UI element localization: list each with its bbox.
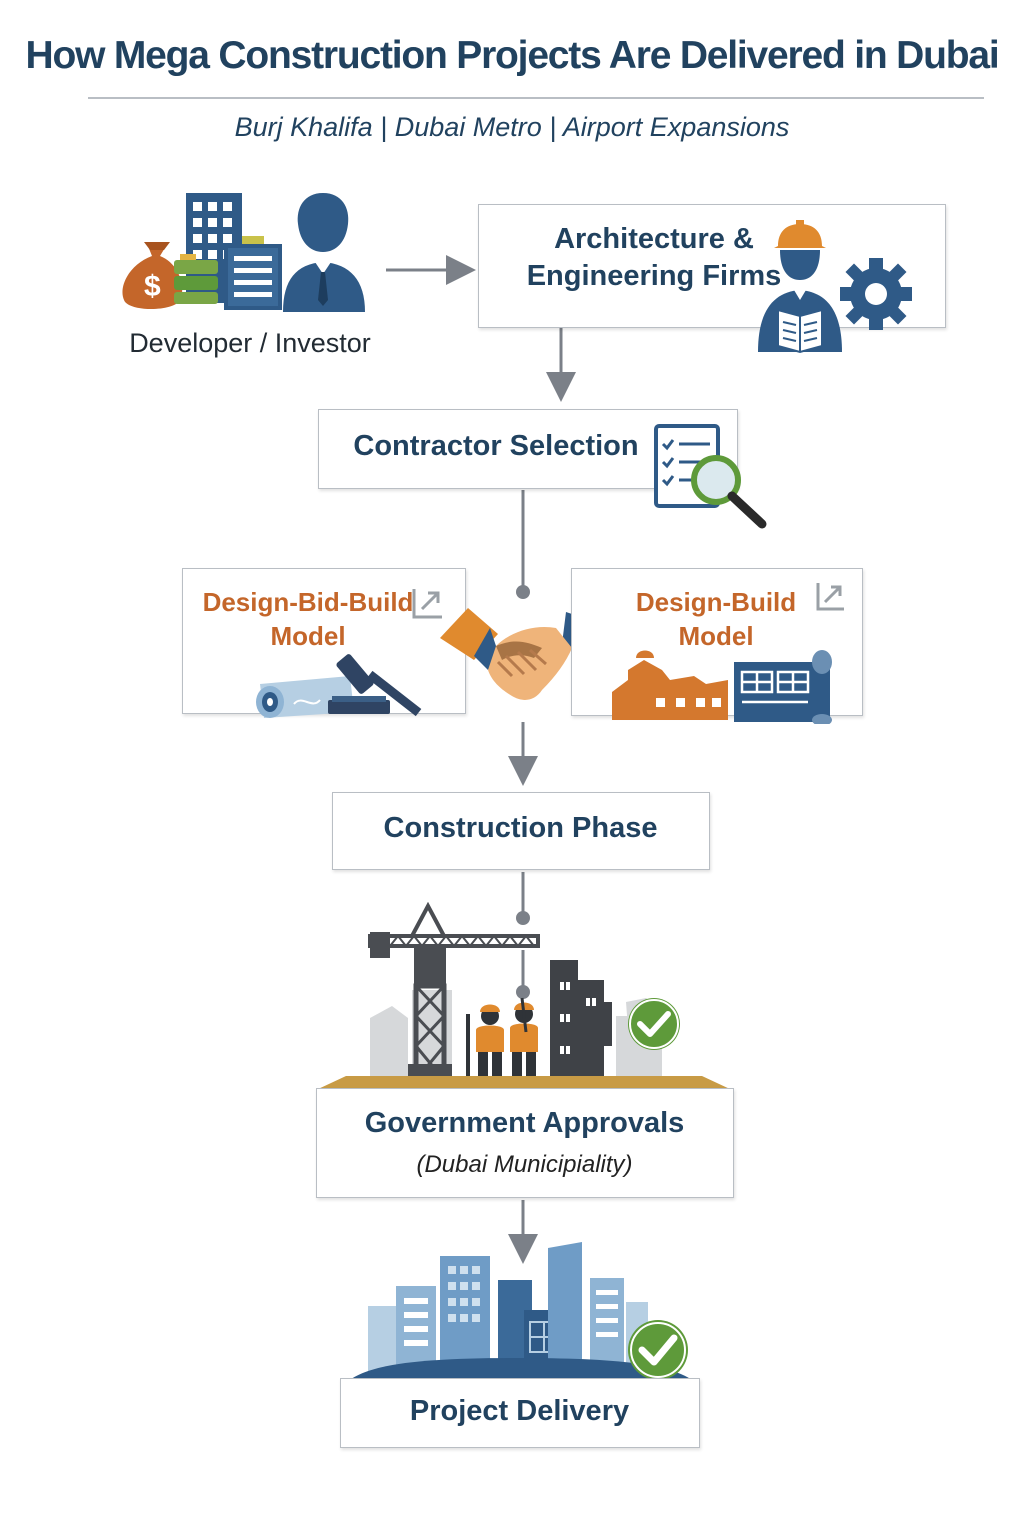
magnifier-icon — [691, 455, 767, 529]
arrow-badge-icon-2 — [816, 583, 844, 611]
government-approvals-sublabel: (Dubai Municipiality) — [416, 1151, 633, 1178]
checklist-icon-group — [654, 424, 767, 529]
cash-stack-icon — [174, 236, 264, 304]
design-build-label: Design-Build Model — [600, 585, 832, 653]
worker-icon-2 — [510, 997, 538, 1080]
engineer-icon — [758, 220, 842, 354]
developer-label: Developer / Investor — [129, 328, 371, 358]
design-bid-build-label-line1: Design-Bid-Build — [202, 587, 414, 617]
project-delivery-box: Project Delivery — [340, 1378, 700, 1448]
page-title: How Mega Construction Projects Are Deliv… — [25, 34, 1000, 77]
junction-dot-site — [516, 911, 530, 925]
check-badge-icon — [628, 998, 680, 1050]
check-badge-icon-2 — [628, 1320, 688, 1380]
architecture-label: Architecture & Engineering Firms — [489, 221, 819, 295]
city-skyline-icon — [342, 1242, 700, 1388]
project-delivery-label: Project Delivery — [409, 1395, 630, 1427]
design-build-label-line2: Model — [678, 621, 754, 651]
svg-text:$: $ — [144, 270, 161, 303]
design-build-label-line1: Design-Build — [635, 587, 797, 617]
blueprint-icon — [734, 650, 832, 724]
document-icon — [224, 244, 282, 310]
architecture-label-line2: Engineering Firms — [526, 260, 782, 292]
ground — [316, 1076, 732, 1090]
gavel-icon — [328, 654, 422, 717]
junction-dot-crane — [516, 985, 530, 999]
money-bag-icon: $ — [122, 242, 183, 309]
construction-phase-box: Construction Phase — [332, 792, 710, 870]
design-bid-build-label-line2: Model — [270, 621, 346, 651]
construction-phase-label: Construction Phase — [383, 812, 658, 844]
design-build-icon-group — [612, 650, 832, 724]
government-approvals-box: Government Approvals (Dubai Municipialit… — [316, 1088, 734, 1198]
businessman-icon — [283, 193, 365, 312]
architecture-label-line1: Architecture & — [554, 223, 754, 255]
tall-building — [550, 960, 612, 1082]
architecture-box: Architecture & Engineering Firms — [478, 204, 946, 328]
engineer-icon-group — [758, 220, 912, 354]
factory-icon — [612, 650, 728, 720]
government-approvals-label: Government Approvals — [364, 1107, 685, 1139]
junction-dot-models — [516, 585, 530, 599]
construction-site-illustration — [316, 902, 732, 1090]
arrow-badge-icon — [412, 589, 442, 619]
worker-icon — [466, 1004, 504, 1082]
developer-icon-group: $ — [122, 193, 365, 312]
contractor-selection-label: Contractor Selection — [353, 430, 639, 462]
page-subtitle: Burj Khalifa | Dubai Metro | Airport Exp… — [234, 112, 790, 142]
design-bid-build-label: Design-Bid-Build Model — [193, 585, 423, 653]
gavel-icon-group — [256, 654, 422, 718]
title-divider — [88, 97, 984, 99]
gear-icon — [840, 258, 912, 330]
